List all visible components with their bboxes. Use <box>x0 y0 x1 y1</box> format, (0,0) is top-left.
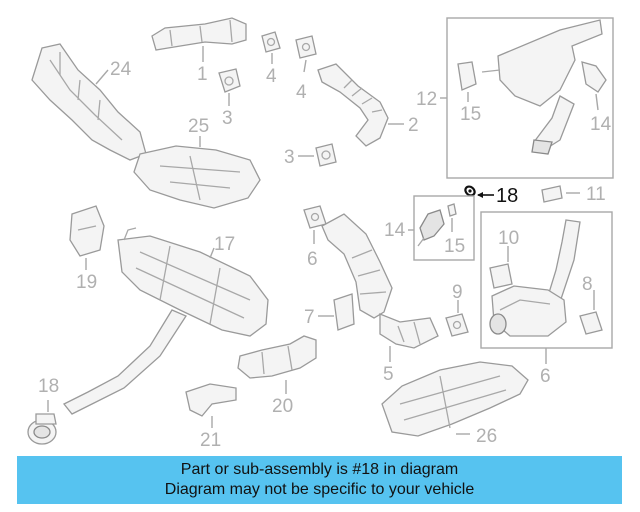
callout-7[interactable]: 7 <box>304 307 315 328</box>
callout-9[interactable]: 9 <box>452 282 463 303</box>
banner-line-1: Part or sub-assembly is #18 in diagram <box>180 461 459 478</box>
callout-4-lower[interactable]: 4 <box>296 82 307 103</box>
leader-4-lower <box>303 59 307 73</box>
part-8-center-muffler[interactable] <box>489 219 581 337</box>
part-9-gasket[interactable] <box>445 313 469 337</box>
part-25-heat-shield[interactable] <box>133 145 261 209</box>
part-24-heat-shield[interactable] <box>31 43 147 161</box>
leader-24 <box>95 69 109 85</box>
part-16-sensor[interactable] <box>417 209 445 247</box>
box-16 <box>413 195 475 261</box>
part-14-hanger[interactable] <box>581 61 607 93</box>
callout-13[interactable]: 11 <box>586 184 606 205</box>
part-13-gasket[interactable] <box>541 185 563 203</box>
part-19-tail-pipe[interactable] <box>62 309 187 415</box>
callout-18[interactable]: 18 <box>496 185 518 207</box>
callout-2[interactable]: 2 <box>408 115 419 136</box>
part-19-muffler[interactable] <box>117 227 269 337</box>
callout-22[interactable]: 20 <box>272 396 293 417</box>
leader-14 <box>595 93 599 111</box>
callout-21[interactable]: 19 <box>76 272 97 293</box>
part-7-bracket[interactable] <box>333 293 355 331</box>
part-26-heat-shield[interactable] <box>381 361 529 437</box>
callout-20[interactable]: 18 <box>38 376 59 397</box>
part-2-flex-pipe[interactable] <box>317 63 389 147</box>
part-11-hanger[interactable] <box>489 263 513 289</box>
callout-8[interactable]: 6 <box>540 366 551 387</box>
callout-26[interactable]: 26 <box>476 426 497 447</box>
callout-11[interactable]: 10 <box>498 228 519 249</box>
callout-3-upper[interactable]: 3 <box>222 108 233 129</box>
callout-15[interactable]: 15 <box>460 104 481 125</box>
part-3-gasket-lower[interactable] <box>315 143 337 167</box>
callout-17[interactable]: 15 <box>444 236 465 257</box>
callout-14[interactable]: 14 <box>590 114 612 135</box>
part-3-gasket-upper[interactable] <box>218 68 241 93</box>
part-15-hanger[interactable] <box>457 61 477 91</box>
part-6-gasket[interactable] <box>303 205 327 229</box>
callout-24[interactable]: 24 <box>110 59 132 80</box>
leader-19 <box>209 247 215 259</box>
part-4-gasket-lower[interactable] <box>295 35 317 59</box>
callout-5[interactable]: 5 <box>383 364 394 385</box>
callout-19[interactable]: 17 <box>214 234 235 255</box>
part-12-rear-muffler[interactable] <box>481 19 603 155</box>
exhaust-parts-diagram: 24 1 3 4 4 2 3 25 <box>27 17 614 451</box>
part-22-pipe[interactable] <box>237 335 317 379</box>
part-4-gasket-upper[interactable] <box>261 31 281 53</box>
part-20-clamp[interactable] <box>27 413 57 445</box>
arrow-icon <box>477 192 483 198</box>
banner-line-2: Diagram may not be specific to your vehi… <box>164 481 475 498</box>
callout-12[interactable]: 12 <box>416 89 437 110</box>
callout-4-upper[interactable]: 4 <box>266 66 277 87</box>
callout-23[interactable]: 21 <box>200 430 221 451</box>
callout-16[interactable]: 14 <box>384 220 406 241</box>
part-1-front-pipe[interactable] <box>151 17 247 51</box>
callout-10[interactable]: 8 <box>582 274 593 295</box>
part-5-catalytic-converter[interactable] <box>321 213 439 349</box>
part-23-hanger[interactable] <box>185 383 237 417</box>
callout-25[interactable]: 25 <box>188 116 209 137</box>
part-21-hanger[interactable] <box>69 205 105 257</box>
callout-1[interactable]: 1 <box>197 64 208 85</box>
callout-6[interactable]: 6 <box>307 249 318 270</box>
part-17-gasket[interactable] <box>447 203 457 217</box>
info-banner: Part or sub-assembly is #18 in diagram D… <box>17 456 622 504</box>
part-18-gasket[interactable] <box>464 185 477 198</box>
callout-3-lower[interactable]: 3 <box>284 147 295 168</box>
part-10-hanger[interactable] <box>579 311 603 335</box>
